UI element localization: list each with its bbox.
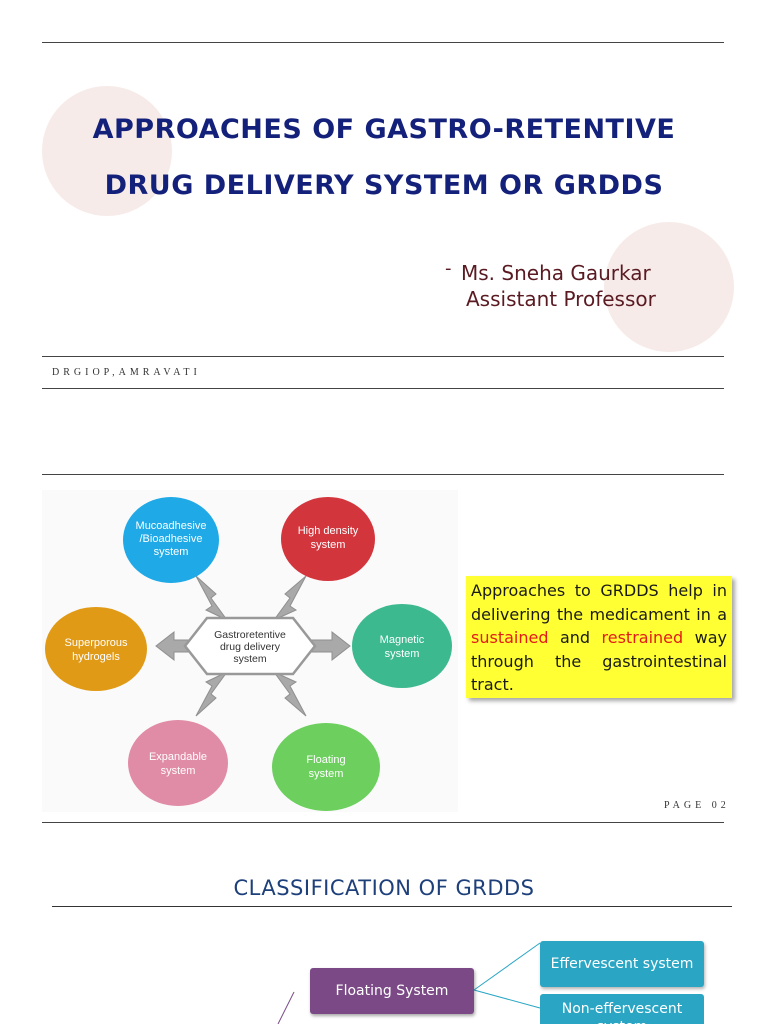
classification-rule xyxy=(52,906,732,907)
connector-from-root xyxy=(277,991,295,1024)
node-magnetic-line1: Magnetic xyxy=(380,634,425,646)
node-magnetic-line2: system xyxy=(385,648,420,660)
top-rule xyxy=(42,42,724,43)
floating-system-box: Floating System xyxy=(310,968,474,1014)
author-role: Assistant Professor xyxy=(466,287,656,311)
arrow-down-right xyxy=(272,670,307,717)
page-number-label: PAGE 02 xyxy=(664,800,730,811)
callout-text-part3: way through the gastrointestinal tract. xyxy=(471,628,727,694)
decorative-circle-left xyxy=(42,86,172,216)
node-floating: Floating system xyxy=(272,723,380,811)
node-high-density: High density system xyxy=(281,497,375,581)
node-superporous: Superporous hydrogels xyxy=(45,607,147,691)
node-mucoadhesive: Mucoadhesive /Bioadhesive system xyxy=(123,497,219,583)
node-expandable-line2: system xyxy=(161,765,196,777)
effervescent-system-box: Effervescent system xyxy=(540,941,704,987)
center-hexagon xyxy=(183,616,317,676)
node-superporous-line1: Superporous xyxy=(65,637,128,649)
arrow-down-left xyxy=(195,671,228,717)
author-name: Ms. Sneha Gaurkar xyxy=(461,261,651,285)
classification-title: CLASSIFICATION OF GRDDS xyxy=(233,876,535,900)
node-expandable: Expandable system xyxy=(128,720,228,806)
node-mucoadhesive-line1: Mucoadhesive xyxy=(136,520,207,532)
callout-text-part2: and xyxy=(548,628,602,647)
slide-title-line1: APPROACHES OF GASTRO-RETENTIVE xyxy=(92,114,676,145)
arrow-up-left xyxy=(195,575,228,621)
slide2-bottom-rule xyxy=(42,822,724,823)
slide-title-line2: DRUG DELIVERY SYSTEM OR GRDDS xyxy=(104,170,664,201)
node-mucoadhesive-line3: system xyxy=(154,546,189,558)
node-expandable-line1: Expandable xyxy=(149,751,207,763)
node-mucoadhesive-line2: /Bioadhesive xyxy=(140,533,203,545)
non-effervescent-system-box: Non-effervescent system xyxy=(540,994,704,1024)
center-label-line3: system xyxy=(233,653,267,665)
node-high-density-line1: High density xyxy=(298,525,359,537)
grdds-callout: Approaches to GRDDS help in delivering t… xyxy=(466,576,732,698)
node-floating-line2: system xyxy=(309,768,344,780)
slide2-top-rule xyxy=(42,474,724,475)
connector-to-effervescent xyxy=(473,942,541,991)
node-high-density-line2: system xyxy=(311,539,346,551)
node-superporous-line2: hydrogels xyxy=(72,651,120,663)
connector-to-non-effervescent xyxy=(473,989,541,1009)
institution-footer: DRGIOP,AMRAVATI xyxy=(52,367,201,378)
callout-text-part1: Approaches to GRDDS help in delivering t… xyxy=(471,581,727,624)
diagram-svg: Gastroretentive drug delivery system Muc… xyxy=(45,497,452,811)
classification-connectors xyxy=(277,942,541,1024)
decorative-circle-right xyxy=(604,222,734,352)
footer-top-rule xyxy=(42,356,724,357)
footer-bottom-rule xyxy=(42,388,724,389)
center-label-line1: Gastroretentive xyxy=(214,629,286,641)
callout-highlight-sustained: sustained xyxy=(471,628,549,647)
node-floating-line1: Floating xyxy=(306,754,345,766)
grdds-approaches-diagram: Gastroretentive drug delivery system Muc… xyxy=(42,490,458,812)
callout-highlight-restrained: restrained xyxy=(601,628,684,647)
author-dash: - xyxy=(445,258,452,279)
center-label-line2: drug delivery xyxy=(220,641,281,653)
center-label: Gastroretentive drug delivery system xyxy=(214,629,286,665)
node-magnetic: Magnetic system xyxy=(352,604,452,688)
arrow-up-right xyxy=(272,575,307,622)
